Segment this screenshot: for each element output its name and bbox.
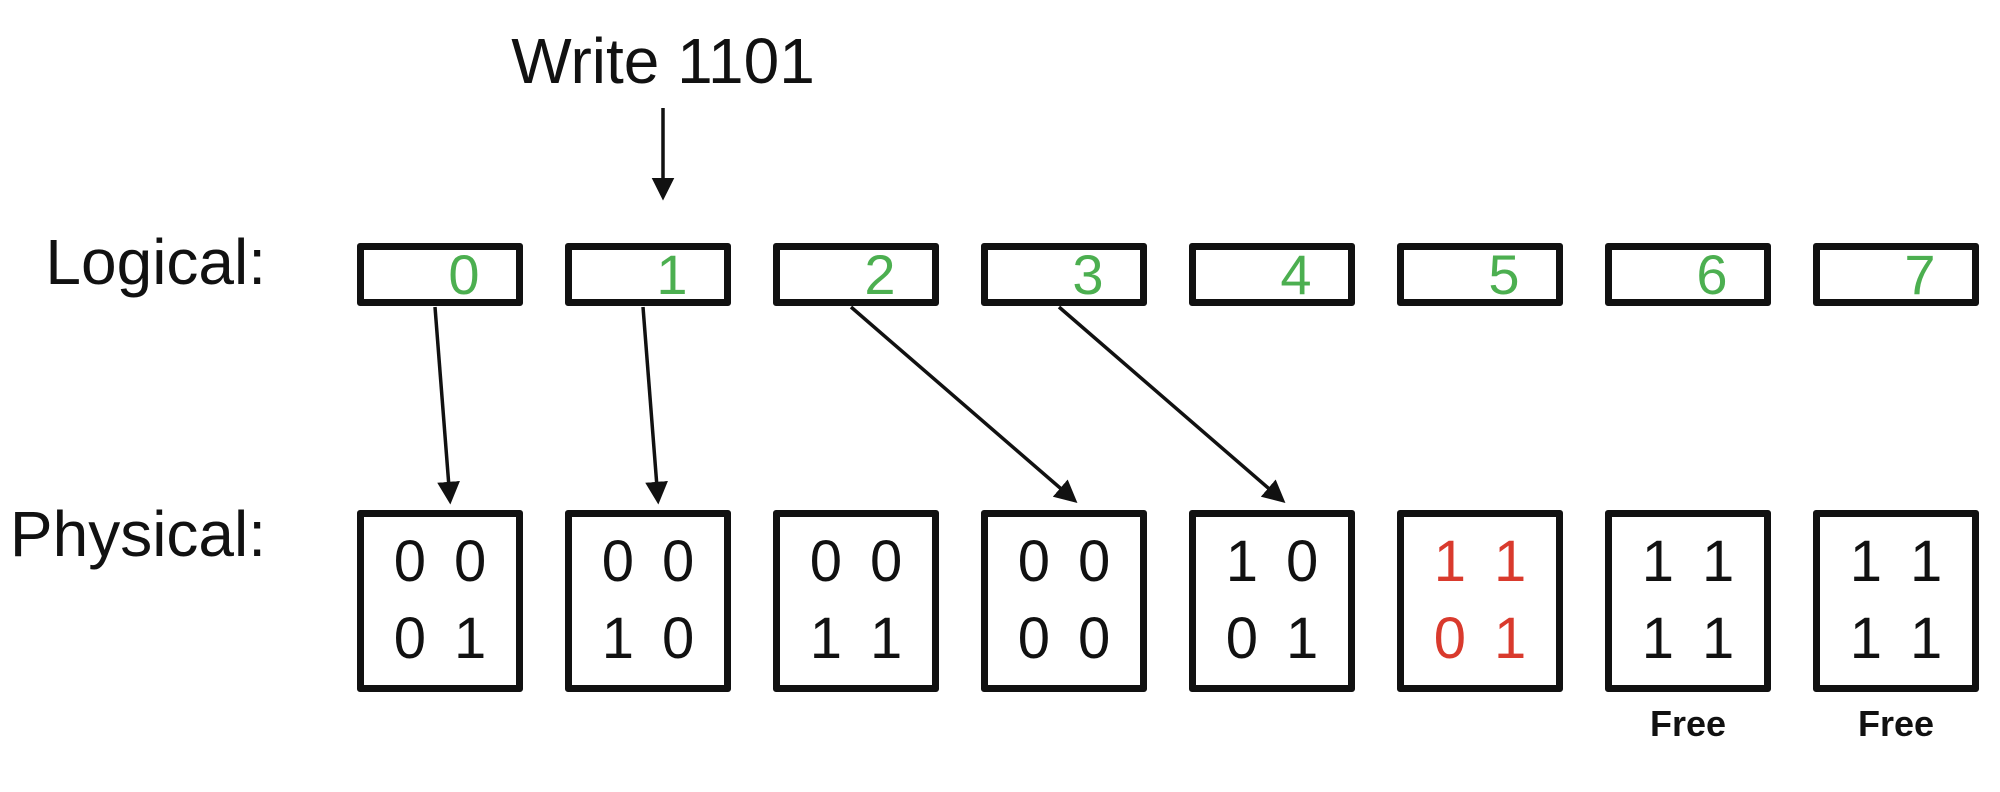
- bit-value: 1: [1849, 606, 1882, 671]
- bit-row: 1 0: [602, 606, 695, 673]
- bit-value: 0: [870, 529, 903, 595]
- physical-block-box: 0 0 1 1: [773, 510, 939, 692]
- arrow-logical-2-to-physical-3: [849, 305, 1078, 503]
- bit-row: 0 1: [1226, 606, 1319, 673]
- logical-block-7: 7: [1813, 243, 1979, 306]
- physical-block-3: 0 0 0 0: [981, 510, 1147, 692]
- physical-blocks-row: 0 0 0 1 0 0 1 0: [357, 510, 1979, 742]
- bit-value: 0: [809, 529, 842, 595]
- bit-value: 1: [1641, 529, 1674, 595]
- bit-value: 1: [1702, 606, 1735, 671]
- physical-block-7: 1 1 1 1 Free: [1813, 510, 1979, 742]
- physical-block-6: 1 1 1 1 Free: [1605, 510, 1771, 742]
- logical-block-number: 1: [656, 242, 688, 306]
- logical-block-1: 1: [565, 243, 731, 306]
- bit-value: 1: [1494, 529, 1527, 595]
- bit-value: 0: [601, 529, 634, 595]
- bit-row: 1 1: [1434, 529, 1527, 596]
- bit-value: 1: [1225, 529, 1258, 595]
- free-status-label: Free: [1857, 703, 1935, 744]
- write-operation-label: Write 1101: [511, 25, 815, 97]
- bit-value: 1: [809, 606, 842, 671]
- bit-row: 1 1: [1642, 606, 1735, 673]
- bit-value: 1: [1286, 606, 1319, 671]
- logical-block-5: 5: [1397, 243, 1563, 306]
- logical-block-number: 5: [1488, 242, 1520, 306]
- logical-row-label: Logical:: [45, 226, 266, 298]
- physical-block-box: 0 0 1 0: [565, 510, 731, 692]
- bit-value: 1: [1910, 606, 1943, 671]
- bit-value: 0: [393, 606, 426, 671]
- logical-block-4: 4: [1189, 243, 1355, 306]
- bit-row: 0 0: [1018, 529, 1111, 596]
- bit-value: 0: [1017, 529, 1050, 595]
- physical-block-box: 0 0 0 0: [981, 510, 1147, 692]
- physical-block-box: 1 1 0 1: [1397, 510, 1563, 692]
- bit-row: 0 0: [1018, 606, 1111, 673]
- logical-block-number: 2: [864, 242, 896, 306]
- physical-block-box: 1 1 1 1: [1813, 510, 1979, 692]
- bit-row: 1 1: [1642, 529, 1735, 596]
- bit-value: 1: [454, 606, 487, 671]
- bit-value: 0: [393, 529, 426, 595]
- logical-block-number: 4: [1280, 242, 1312, 306]
- logical-block-number: 7: [1904, 242, 1936, 306]
- bit-value: 0: [454, 529, 487, 595]
- physical-block-box: 0 0 0 1: [357, 510, 523, 692]
- logical-block-number: 0: [448, 242, 480, 306]
- bit-row: 1 0: [1226, 529, 1319, 596]
- logical-block-6: 6: [1605, 243, 1771, 306]
- arrow-logical-0-to-physical-0: [433, 306, 460, 505]
- arrow-logical-3-to-physical-4: [1057, 305, 1286, 503]
- bit-value: 1: [870, 606, 903, 671]
- free-status-label: Free: [1649, 703, 1727, 744]
- bit-row: 1 1: [1850, 529, 1943, 596]
- physical-block-0: 0 0 0 1: [357, 510, 523, 692]
- bit-row: 0 1: [394, 606, 487, 673]
- logical-block-number: 3: [1072, 242, 1104, 306]
- physical-block-1: 0 0 1 0: [565, 510, 731, 692]
- physical-row-label: Physical:: [9, 498, 266, 570]
- bit-value: 1: [1849, 529, 1882, 595]
- bit-row: 0 0: [602, 529, 695, 596]
- bit-row: 1 1: [810, 606, 903, 673]
- bit-value: 0: [1433, 606, 1466, 671]
- logical-blocks-row: 0 1 2 3 4 5 6 7: [357, 243, 1979, 306]
- bit-value: 1: [1702, 529, 1735, 595]
- logical-block-2: 2: [773, 243, 939, 306]
- physical-block-box: 1 0 0 1: [1189, 510, 1355, 692]
- bit-value: 0: [1078, 606, 1111, 671]
- bit-value: 1: [1641, 606, 1674, 671]
- bit-value: 1: [1910, 529, 1943, 595]
- bit-value: 0: [1078, 529, 1111, 595]
- arrow-logical-1-to-physical-1: [641, 306, 668, 505]
- bit-value: 0: [1286, 529, 1319, 595]
- bit-row: 0 0: [810, 529, 903, 596]
- bit-row: 0 1: [1434, 606, 1527, 673]
- logical-block-0: 0: [357, 243, 523, 306]
- bit-value: 0: [1225, 606, 1258, 671]
- physical-block-5-highlighted: 1 1 0 1: [1397, 510, 1563, 692]
- bit-value: 1: [1494, 606, 1527, 671]
- logical-block-3: 3: [981, 243, 1147, 306]
- bit-value: 0: [662, 606, 695, 671]
- bit-value: 0: [1017, 606, 1050, 671]
- physical-block-box: 1 1 1 1: [1605, 510, 1771, 692]
- bit-value: 0: [662, 529, 695, 595]
- bit-row: 0 0: [394, 529, 487, 596]
- bit-value: 1: [1433, 529, 1466, 595]
- physical-block-4: 1 0 0 1: [1189, 510, 1355, 692]
- bit-value: 1: [601, 606, 634, 671]
- bit-row: 1 1: [1850, 606, 1943, 673]
- logical-block-number: 6: [1696, 242, 1728, 306]
- physical-block-2: 0 0 1 1: [773, 510, 939, 692]
